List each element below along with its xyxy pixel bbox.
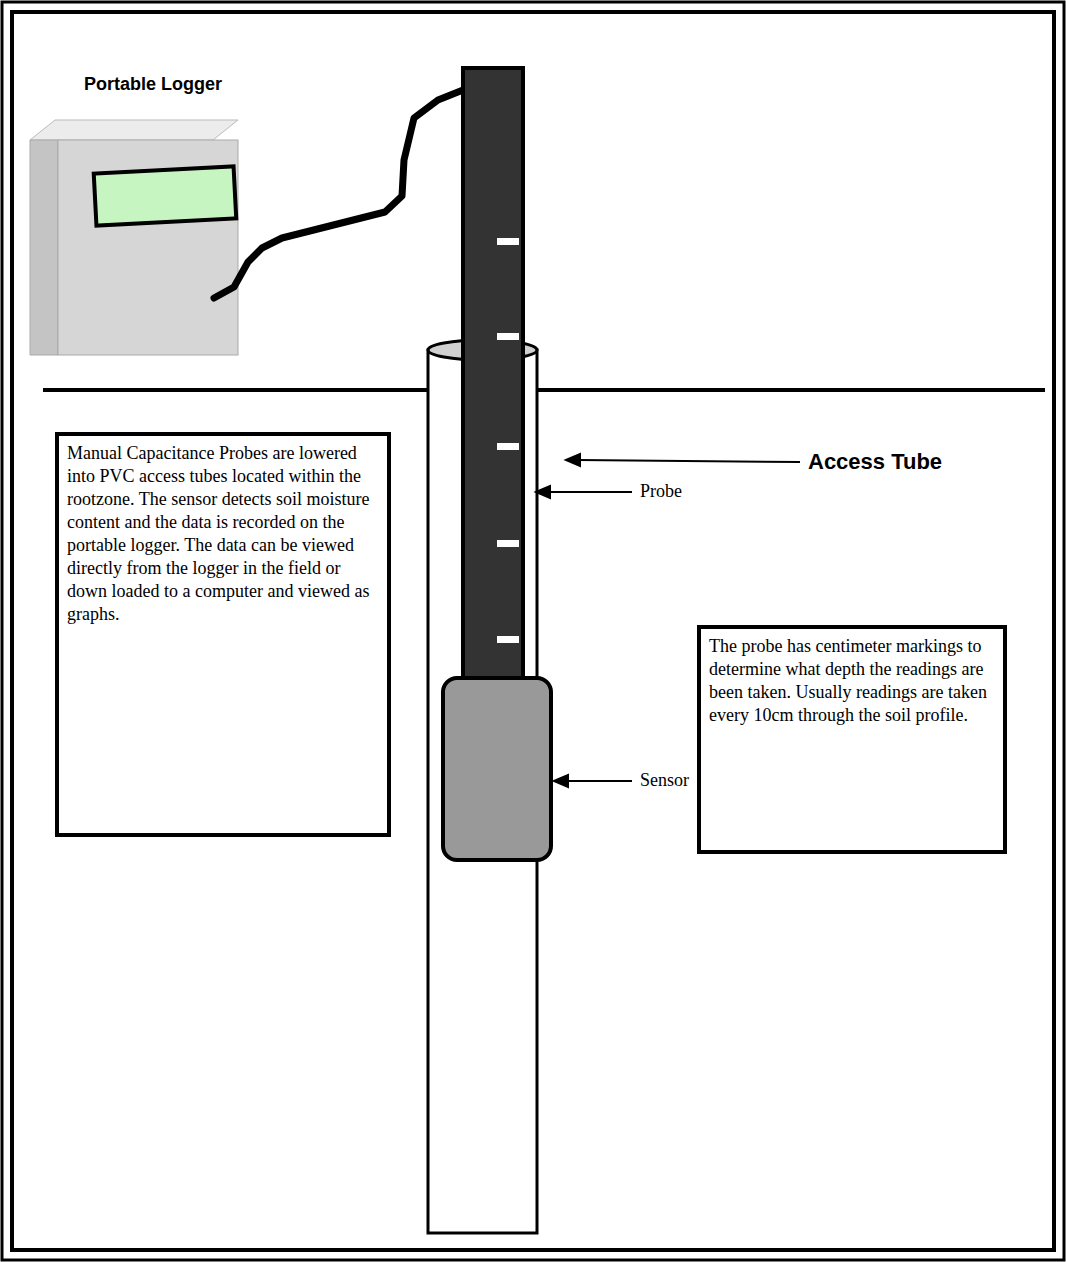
inner-frame — [12, 12, 1054, 1250]
note-box: Manual Capacitance Probes are lowered in… — [55, 432, 391, 837]
probe-rod — [463, 68, 523, 690]
probe-tick — [497, 540, 519, 547]
probe-tick — [497, 636, 519, 643]
note-text: Manual Capacitance Probes are lowered in… — [67, 442, 379, 626]
logger-cable — [214, 88, 468, 298]
ground-line — [43, 388, 1045, 392]
probe-tick — [497, 333, 519, 340]
note-box: The probe has centimeter markings to det… — [697, 625, 1007, 854]
part-name: Access Tube — [808, 449, 942, 475]
logger-box — [30, 120, 238, 355]
part-name: Sensor — [640, 770, 689, 791]
probe-tick — [497, 443, 519, 450]
probe-tick — [497, 238, 519, 245]
note-text: The probe has centimeter markings to det… — [709, 635, 995, 727]
sensor-body — [443, 678, 551, 860]
probe-markings — [497, 238, 519, 643]
part-name: Portable Logger — [84, 74, 222, 95]
part-name: Probe — [640, 481, 682, 502]
